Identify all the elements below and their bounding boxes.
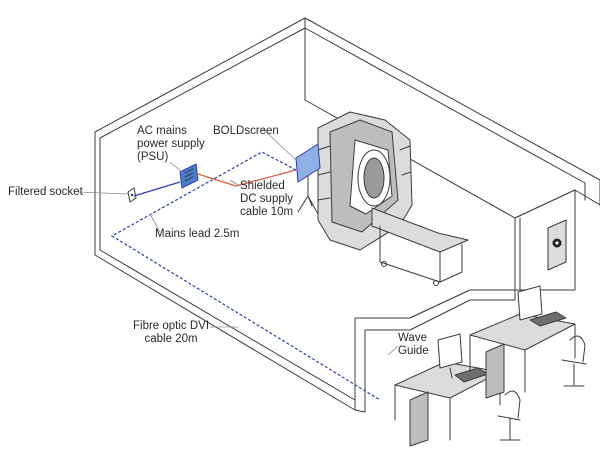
label-psu: AC mains power supply (PSU) (137, 125, 205, 163)
psu-unit (179, 163, 199, 189)
cables (110, 151, 381, 401)
mri-scanner (317, 111, 469, 286)
control-room-partition (354, 189, 576, 413)
label-dc-cable: Shielded DC supply cable 10m (240, 180, 294, 218)
boldscreen-monitor (295, 143, 321, 215)
label-fibre-optic: Fibre optic DVI cable 20m (133, 320, 210, 345)
label-filtered-socket: Filtered socket (8, 186, 83, 198)
label-wave-guide: Wave Guide (398, 332, 429, 357)
control-room-equipment (394, 285, 587, 447)
filtered-socket (127, 187, 137, 203)
label-leaders (77, 127, 399, 356)
label-boldscreen: BOLDscreen (213, 125, 279, 137)
label-mains-lead: Mains lead 2.5m (155, 228, 240, 240)
